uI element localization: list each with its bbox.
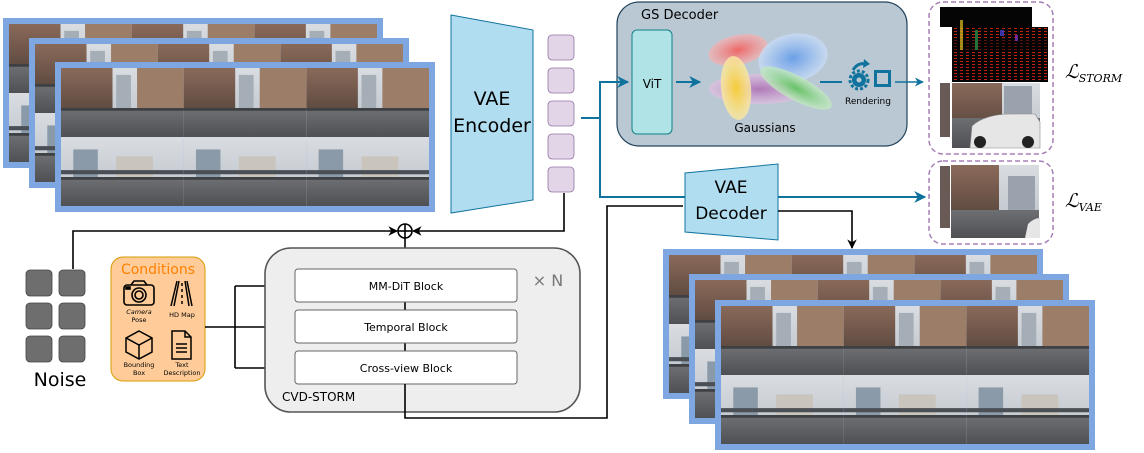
gaussians-label: Gaussians	[734, 121, 795, 135]
vae-decoder: VAE Decoder	[684, 163, 779, 241]
repeat-n-label: × N	[533, 271, 563, 290]
condition-label-bounding-box-1: Bounding	[124, 361, 155, 369]
block-label: MM-DiT Block	[369, 280, 444, 293]
document-icon	[171, 330, 192, 360]
condition-label-text-description-1: Text	[174, 361, 189, 369]
block-label: Temporal Block	[363, 321, 448, 334]
latent-tokens	[547, 34, 575, 193]
condition-label-hd-map: HD Map	[169, 311, 195, 319]
noise-cell	[25, 269, 53, 297]
vit-label: ViT	[643, 77, 662, 91]
arrow-cvd-to-decoder	[404, 205, 683, 419]
arrow-latent-to-decoder	[599, 118, 686, 198]
block-temporal-block: Temporal Block	[294, 309, 518, 344]
gaussians-illustration	[708, 33, 832, 120]
camera-view	[966, 375, 1089, 444]
camera-view	[721, 375, 844, 444]
latent-token	[547, 166, 575, 193]
gs-decoder: GS Decoder ViT Gaussians Rendering	[616, 1, 908, 147]
gs-decoder-title: GS Decoder	[641, 8, 719, 23]
block-cross-view-block: Cross-view Block	[294, 350, 518, 385]
rgb-render-vae	[940, 165, 1040, 238]
vae-encoder-label-line2: Encoder	[453, 115, 531, 137]
camera-view	[61, 68, 184, 137]
camera-view	[966, 306, 1089, 375]
camera-view	[843, 375, 967, 444]
noise-label: Noise	[34, 369, 87, 391]
arrow-latent-to-sum	[412, 193, 565, 236]
latent-token	[547, 100, 575, 127]
noise-cell	[58, 302, 86, 330]
condition-label-camera-pose-2: Pose	[131, 316, 146, 324]
sum-operator-icon	[397, 223, 413, 239]
vae-encoder-label-line1: VAE	[474, 88, 511, 110]
condition-label-text-description-2: Description	[163, 369, 200, 377]
loss-storm: ℒSTORM	[1065, 61, 1123, 85]
noise-cell	[25, 302, 53, 330]
output-generated-frames	[663, 249, 1095, 450]
rendering-icon	[848, 59, 891, 91]
camera-view	[61, 137, 184, 206]
camera-icon	[123, 280, 155, 306]
latent-token	[547, 34, 575, 61]
conditions-panel: Conditions	[110, 256, 206, 382]
noise-grid	[25, 269, 86, 363]
conditions-title: Conditions	[121, 262, 195, 278]
input-multiview-frames	[3, 18, 435, 212]
noise-cell	[25, 335, 53, 363]
vit-block	[631, 29, 673, 135]
loss-vae: ℒVAE	[1065, 190, 1102, 214]
camera-view	[306, 68, 429, 137]
cube-icon	[125, 330, 153, 360]
latent-token	[547, 67, 575, 94]
rgb-render-storm	[940, 83, 1041, 149]
block-label: Cross-view Block	[360, 362, 453, 375]
storm-output-box	[928, 1, 1054, 155]
condition-label-camera-pose-1: Camera	[126, 308, 152, 316]
depth-lidar-render	[940, 7, 1048, 82]
output-frame-front	[715, 300, 1095, 450]
arrow-decoder-to-output-frames	[778, 210, 857, 249]
vae-encoder: VAE Encoder	[450, 14, 534, 214]
camera-view	[721, 306, 844, 375]
noise-cell	[58, 335, 86, 363]
vae-decoder-label-line2: Decoder	[695, 204, 767, 224]
cvd-storm-label: CVD-STORM	[282, 390, 355, 404]
arrow-noise-to-sum	[72, 226, 398, 269]
camera-view	[183, 137, 307, 206]
arrow-latent-to-vit	[581, 76, 630, 119]
input-frame-front	[55, 62, 435, 212]
latent-token	[547, 133, 575, 160]
condition-label-bounding-box-2: Box	[133, 369, 145, 377]
camera-view	[183, 68, 307, 137]
camera-view	[843, 306, 967, 375]
camera-view	[306, 137, 429, 206]
rendering-label: Rendering	[845, 97, 891, 107]
road-icon	[170, 280, 193, 307]
block-mm-dit-block: MM-DiT Block	[294, 268, 518, 303]
vae-output-box	[928, 160, 1054, 245]
vae-decoder-label-line1: VAE	[715, 178, 748, 198]
noise-cell	[58, 269, 86, 297]
